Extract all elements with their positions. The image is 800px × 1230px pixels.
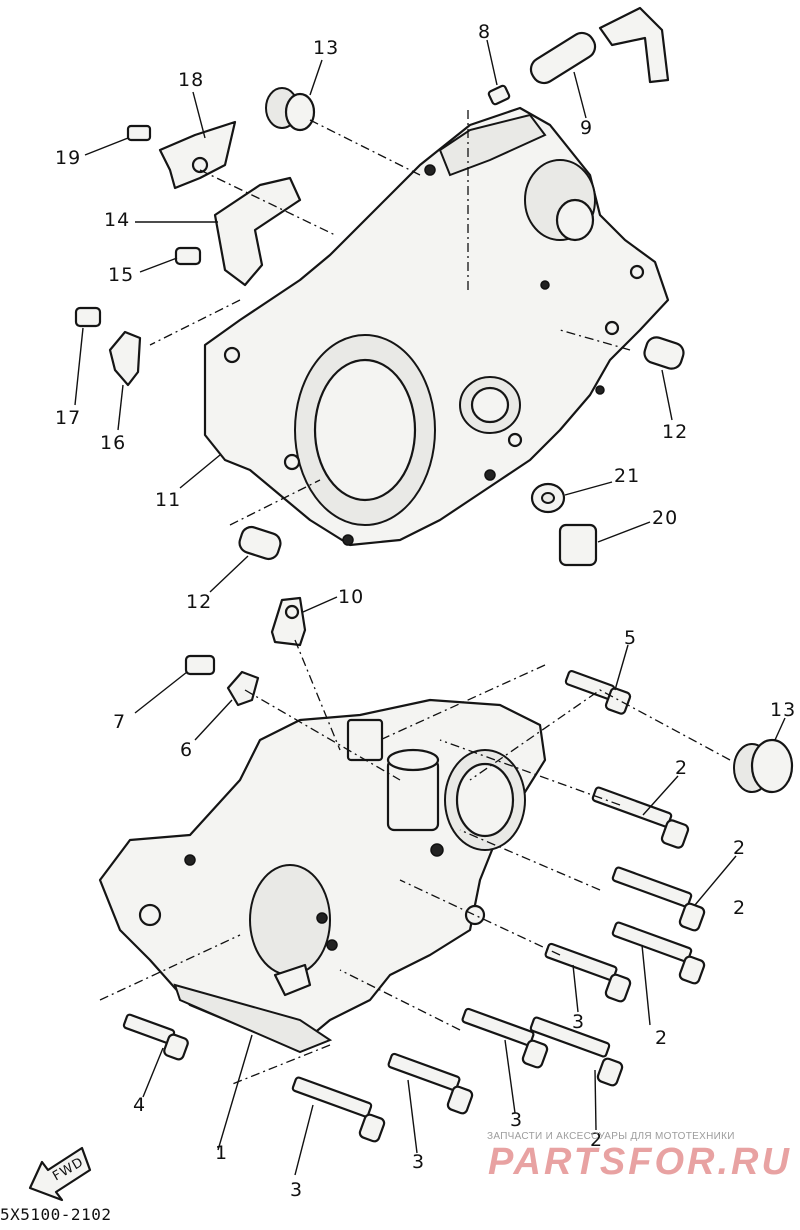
callout-6: 6 xyxy=(180,739,194,761)
callout-2-b: 2 xyxy=(733,837,747,859)
callout-2-a: 2 xyxy=(675,757,689,779)
callout-21: 21 xyxy=(614,465,641,487)
assembly-lines xyxy=(99,110,731,1086)
callout-3-b: 3 xyxy=(412,1151,426,1173)
callout-2-c: 2 xyxy=(733,897,747,919)
callout-3-c: 3 xyxy=(510,1109,524,1131)
bolt-3c xyxy=(387,1052,474,1115)
callout-13-top: 13 xyxy=(313,37,340,59)
bolt-5 xyxy=(564,669,632,715)
callout-18: 18 xyxy=(178,69,205,91)
callout-19: 19 xyxy=(55,147,82,169)
crankcase-right-half xyxy=(203,106,670,547)
callout-2-d: 2 xyxy=(655,1027,669,1049)
fwd-arrow-icon xyxy=(28,1146,92,1202)
bolt-3d xyxy=(291,1076,386,1143)
callout-9: 9 xyxy=(580,117,594,139)
watermark-tagline: ЗАПЧАСТИ И АКСЕССУАРЫ ДЛЯ МОТОТЕХНИКИ xyxy=(487,1131,735,1142)
callout-4: 4 xyxy=(133,1094,147,1116)
bolt-2b xyxy=(611,866,706,932)
callout-13-bottom: 13 xyxy=(770,699,797,721)
callout-3-d: 3 xyxy=(290,1179,304,1201)
bolt-2d xyxy=(529,1016,624,1087)
drawing-code: 5X5100-2102 xyxy=(0,1205,112,1224)
callout-14: 14 xyxy=(104,209,131,231)
bolt-2c xyxy=(611,921,706,985)
callout-8: 8 xyxy=(478,21,492,43)
callout-1: 1 xyxy=(215,1142,229,1164)
crankcase-left-half xyxy=(98,698,547,1054)
bolt-4 xyxy=(122,1013,189,1061)
callout-5: 5 xyxy=(624,627,638,649)
upper-small-parts xyxy=(74,6,685,567)
leader-lines xyxy=(74,39,786,1176)
callout-3-a: 3 xyxy=(572,1011,586,1033)
callout-16: 16 xyxy=(100,432,127,454)
callout-15: 15 xyxy=(108,264,135,286)
callout-2-e: 2 xyxy=(590,1129,604,1151)
callout-11: 11 xyxy=(155,489,182,511)
watermark-brand: PARTSFOR.RU xyxy=(488,1141,792,1183)
bolt-2a xyxy=(591,786,690,849)
callout-17: 17 xyxy=(55,407,82,429)
callout-20: 20 xyxy=(652,507,679,529)
bolt-3b xyxy=(461,1007,549,1069)
callout-12-right: 12 xyxy=(662,421,689,443)
callout-10: 10 xyxy=(338,586,365,608)
callout-7: 7 xyxy=(113,711,127,733)
bolt-3a xyxy=(544,942,632,1003)
lower-small-parts xyxy=(122,596,794,1143)
callout-12-left: 12 xyxy=(186,591,213,613)
